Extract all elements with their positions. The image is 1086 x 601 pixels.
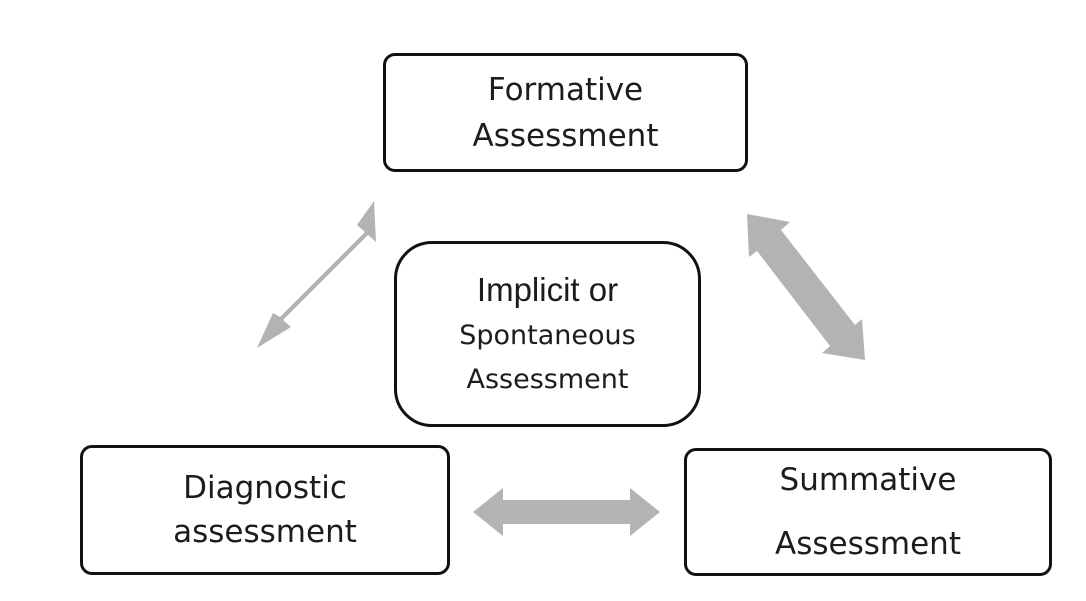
arrow-diagnostic-formative bbox=[257, 201, 376, 348]
summative-assessment-box: Summative Assessment bbox=[684, 448, 1052, 576]
center-line-1: Implicit or bbox=[476, 271, 619, 308]
summative-line-2: Assessment bbox=[775, 526, 961, 562]
formative-line-1: Formative bbox=[487, 71, 644, 108]
arrow-formative-summative bbox=[747, 214, 865, 360]
center-line-3: Assessment bbox=[466, 364, 629, 395]
formative-line-2: Assessment bbox=[472, 117, 659, 154]
diagnostic-line-2: assessment bbox=[173, 514, 357, 550]
summative-line-1: Summative bbox=[779, 462, 957, 498]
center-line-2: Spontaneous bbox=[459, 320, 636, 351]
diagnostic-assessment-box: Diagnostic assessment bbox=[80, 445, 450, 575]
arrow-diagnostic-summative bbox=[473, 488, 660, 536]
diagnostic-line-1: Diagnostic bbox=[183, 470, 347, 506]
implicit-spontaneous-assessment-box: Implicit or Spontaneous Assessment bbox=[394, 241, 701, 427]
formative-assessment-box: Formative Assessment bbox=[383, 53, 748, 172]
